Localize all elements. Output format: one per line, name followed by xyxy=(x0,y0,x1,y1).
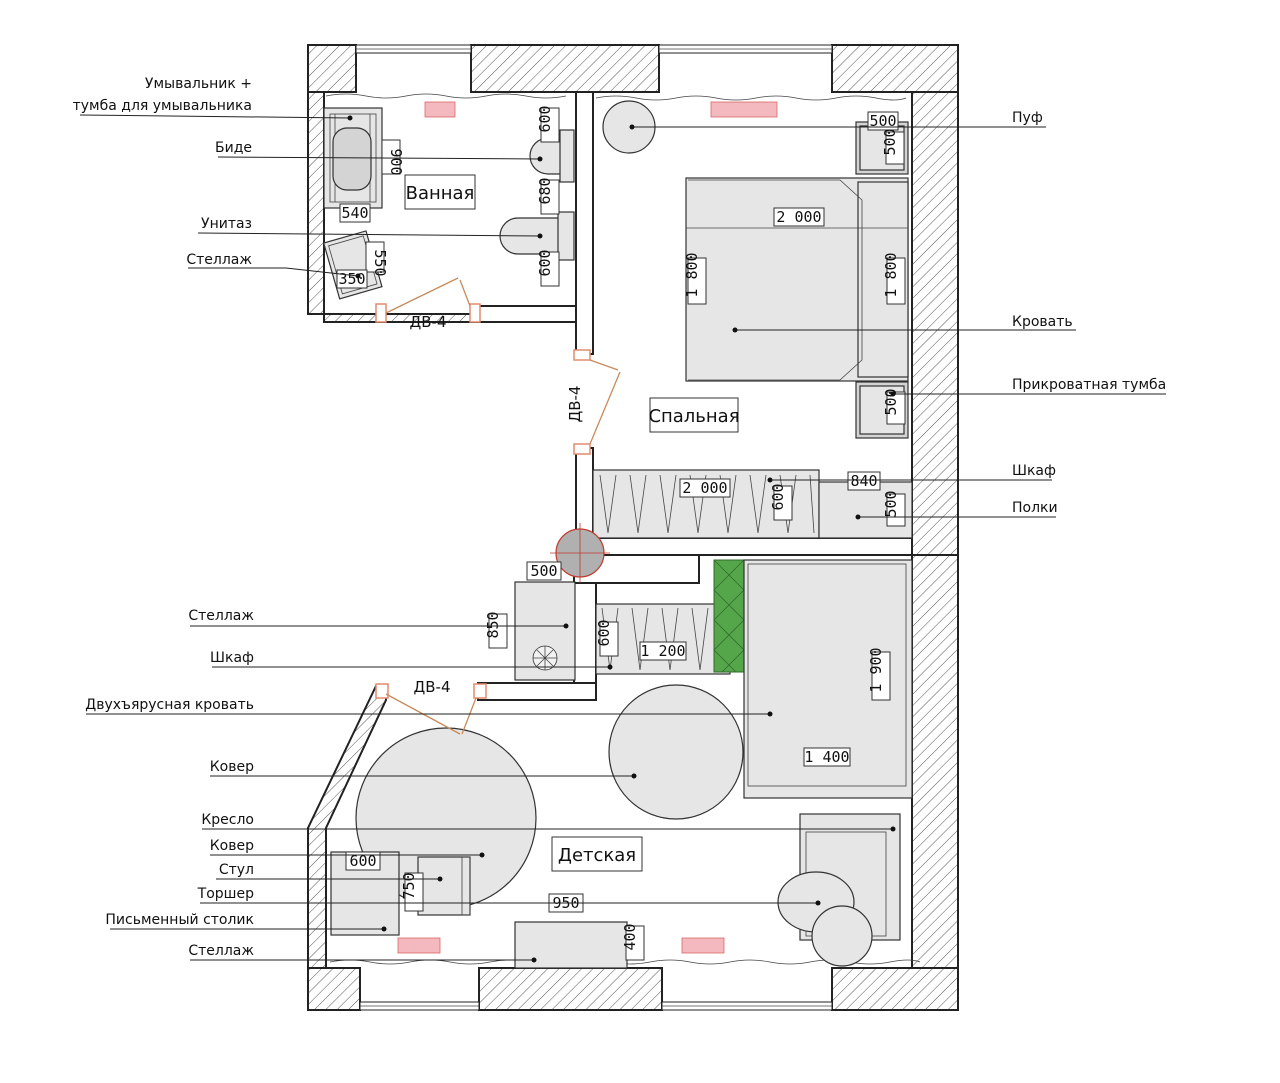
dim-desk-w: 600 xyxy=(349,852,376,870)
label-bed: Кровать xyxy=(1012,314,1073,330)
labels: Умывальник + тумба для умывальника Биде … xyxy=(73,76,1167,959)
green-panel xyxy=(713,559,745,673)
label-bunk-bed: Двухъярусная кровать xyxy=(85,697,254,713)
label-kids-shelf: Стеллаж xyxy=(188,608,254,624)
radiator-kids-right xyxy=(681,937,725,954)
dim-shelves-w: 840 xyxy=(850,472,877,490)
wall-bottom-left xyxy=(307,967,361,1011)
dim-kshelf-w: 500 xyxy=(530,562,557,580)
room-box-bath xyxy=(404,174,476,210)
rug-small xyxy=(608,684,744,820)
dim-bed-len: 2 000 xyxy=(776,208,821,226)
label-sink-1: Умывальник + xyxy=(145,76,252,92)
wall-right-lower xyxy=(911,554,959,971)
curtain-bath xyxy=(325,93,567,99)
label-sink-2: тумба для умывальника xyxy=(73,98,252,114)
dim-night-h: 500 xyxy=(882,388,900,415)
curtain-bed xyxy=(595,95,907,101)
partition-kids-top xyxy=(477,682,597,701)
partition-bath-bed xyxy=(575,91,594,355)
dim-sink-h: 900 xyxy=(387,148,405,175)
dim-desk-h: 750 xyxy=(400,872,418,899)
dim-pouf-h: 500 xyxy=(881,128,899,155)
label-rug-1: Ковер xyxy=(210,759,254,775)
windows xyxy=(355,44,833,1011)
doors xyxy=(375,277,621,735)
dim-wardrobe-d: 600 xyxy=(769,483,787,510)
dim-pouf-w: 500 xyxy=(869,112,896,130)
bedroom-shelves xyxy=(818,481,913,539)
door-label-kids: ДВ-4 xyxy=(414,678,451,696)
room-bedroom: Спальная xyxy=(648,406,739,427)
partition-kids-vert xyxy=(573,582,597,684)
label-floor-lamp: Торшер xyxy=(197,886,254,902)
dim-sink-w: 540 xyxy=(341,204,368,222)
dim-gap-h: 680 xyxy=(536,177,554,204)
partition-bed-kids xyxy=(592,537,913,556)
label-bath-shelf: Стеллаж xyxy=(186,252,252,268)
label-shelves: Полки xyxy=(1012,500,1058,516)
wall-top-mid xyxy=(470,44,660,93)
dim-rack-d: 400 xyxy=(621,923,639,950)
door-label-bath: ДВ-4 xyxy=(410,313,447,331)
dim-kward-w: 1 200 xyxy=(640,642,685,660)
dim-shelf-w: 350 xyxy=(338,270,365,288)
label-armchair: Кресло xyxy=(201,812,254,828)
walls xyxy=(307,44,959,1011)
label-desk: Письменный столик xyxy=(105,912,254,928)
label-wardrobe: Шкаф xyxy=(1012,463,1056,479)
toilet-tank xyxy=(557,211,575,261)
dim-bed-w-right: 1 800 xyxy=(882,252,900,297)
wall-bottom-right xyxy=(831,967,959,1011)
dim-wardrobe-w: 2 000 xyxy=(682,479,727,497)
leaders-right xyxy=(629,124,1166,520)
label-nightstand: Прикроватная тумба xyxy=(1012,377,1166,393)
radiator-kids-left xyxy=(397,937,441,954)
dim-shelf-h: 550 xyxy=(371,249,389,276)
bidet-tank xyxy=(559,129,575,183)
label-bidet: Биде xyxy=(215,140,252,156)
dim-bed-w-left: 1 800 xyxy=(683,252,701,297)
dim-bunk-len: 1 900 xyxy=(867,647,885,692)
wall-top-left xyxy=(307,44,357,93)
door-label-bed: ДВ-4 xyxy=(566,386,584,423)
label-kids-rack: Стеллаж xyxy=(188,943,254,959)
radiator-bed xyxy=(710,101,778,118)
label-kids-wardrobe: Шкаф xyxy=(210,650,254,666)
dim-bunk-w: 1 400 xyxy=(804,748,849,766)
label-rug-2: Ковер xyxy=(210,838,254,854)
wall-right-upper xyxy=(911,91,959,556)
room-bathroom: Ванная xyxy=(406,183,475,204)
floor-lamp xyxy=(811,905,873,967)
wall-bottom-mid xyxy=(478,967,663,1011)
partition-bath-door-right xyxy=(477,305,577,323)
plant-icon xyxy=(532,645,558,671)
leaders-left xyxy=(79,114,896,963)
wall-top-right xyxy=(831,44,959,93)
wall-left-lower xyxy=(307,685,387,1010)
dimensions: 540 900 600 680 600 550 350 500 500 2 00… xyxy=(336,105,906,961)
sink-bowl xyxy=(332,127,372,191)
room-box-bed xyxy=(649,397,739,433)
label-pouf: Пуф xyxy=(1012,110,1043,126)
label-toilet: Унитаз xyxy=(201,216,252,232)
dim-kshelf-h: 850 xyxy=(484,611,502,638)
room-box-kids xyxy=(551,836,643,872)
room-kids: Детская xyxy=(558,845,636,866)
dim-bidet-h: 600 xyxy=(536,105,554,132)
radiator-bath xyxy=(424,101,456,118)
dim-toilet-h: 600 xyxy=(536,249,554,276)
dim-kward-d: 600 xyxy=(595,619,613,646)
label-chair: Стул xyxy=(219,862,254,878)
dim-shelves-d: 500 xyxy=(882,490,900,517)
